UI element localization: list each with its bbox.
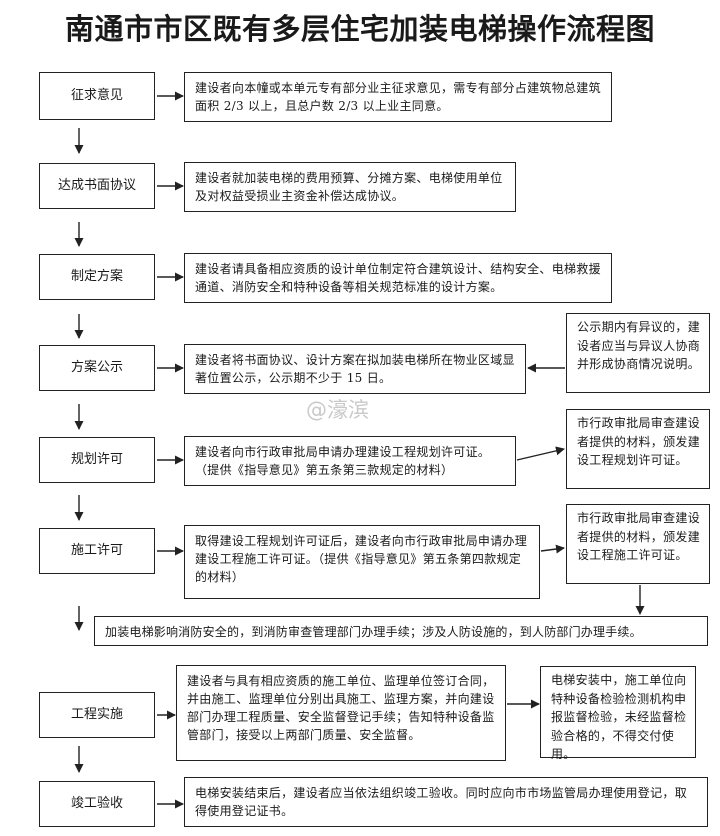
page-title: 南通市市区既有多层住宅加装电梯操作流程图 <box>64 12 655 46</box>
desc-completion-acceptance: 电梯安装结束后，建设者应当依法组织竣工验收。同时应向市市场监管局办理使用登记，取… <box>184 777 708 827</box>
step-label: 征求意见 <box>70 88 123 103</box>
step-label: 施工许可 <box>70 543 123 558</box>
step-plan-publicity: 方案公示 <box>39 345 155 391</box>
step-label: 方案公示 <box>70 360 123 375</box>
arrow-construction-to-review <box>540 544 565 554</box>
desc-construction-permit: 取得建设工程规划许可证后，建设者向市行政审批局申请办理建设工程施工许可证。（提供… <box>184 525 540 599</box>
note-publicity-objection: 公示期内有异议的，建设者应当与异议人协商并形成协商情况说明。 <box>566 313 710 393</box>
step-completion-acceptance: 竣工验收 <box>39 781 155 827</box>
step-planning-permit: 规划许可 <box>39 437 155 483</box>
note-construction-review: 市行政审批局审查建设者提供的材料，颁发建设工程施工许可证。 <box>566 504 710 584</box>
desc-implementation: 建设者与具有相应资质的施工单位、监理单位签订合同，并由施工、监理单位分别出具施工… <box>176 665 506 761</box>
step-label: 竣工验收 <box>70 796 123 811</box>
watermark: @濠滨 <box>306 398 369 422</box>
desc-make-plan: 建设者请具备相应资质的设计单位制定符合建筑设计、结构安全、电梯救援通道、消防安全… <box>184 253 612 303</box>
desc-solicit-opinions: 建设者向本幢或本单元专有部分业主征求意见，需专有部分占建筑物总建筑面积 2/3 … <box>184 72 612 122</box>
step-label: 达成书面协议 <box>57 178 136 193</box>
note-planning-review: 市行政审批局审查建设者提供的材料，颁发建设工程规划许可证。 <box>566 409 710 489</box>
step-written-agreement: 达成书面协议 <box>39 163 155 209</box>
desc-plan-publicity: 建设者将书面协议、设计方案在拟加装电梯所在物业区域显著位置公示，公示期不少于 1… <box>184 344 526 394</box>
step-label: 制定方案 <box>70 269 123 284</box>
step-solicit-opinions: 征求意见 <box>39 72 155 120</box>
step-make-plan: 制定方案 <box>39 254 155 300</box>
desc-planning-permit: 建设者向市行政审批局申请办理建设工程规划许可证。（提供《指导意见》第五条第三款规… <box>184 436 516 486</box>
step-label: 工程实施 <box>70 707 123 722</box>
note-special-equipment-inspection: 电梯安装中，施工单位向特种设备检验检测机构申报监督检验，未经监督检验合格的，不得… <box>540 666 696 761</box>
step-construction-permit: 施工许可 <box>39 528 155 574</box>
desc-written-agreement: 建设者就加装电梯的费用预算、分摊方案、电梯使用单位及对权益受损业主资金补偿达成协… <box>184 162 516 212</box>
step-implementation: 工程实施 <box>39 692 155 738</box>
note-fire-civil-defense: 加装电梯影响消防安全的，到消防审查管理部门办理手续；涉及人防设施的，到人防部门办… <box>94 616 708 646</box>
step-label: 规划许可 <box>70 452 123 467</box>
arrow-planning-to-review <box>516 446 565 461</box>
